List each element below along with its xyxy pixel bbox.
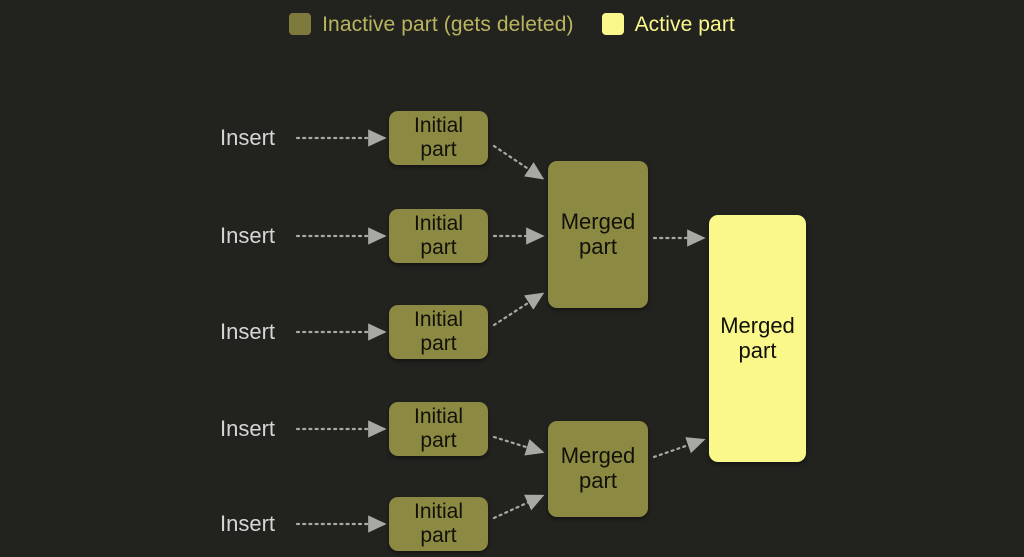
legend: Inactive part (gets deleted) Active part [0,0,1024,48]
initial-part-box-2[interactable]: Initial part [389,209,488,263]
initial-part-box-3[interactable]: Initial part [389,305,488,359]
merged-part-final-line2: part [738,337,777,363]
merged-part-line1: Merged [560,208,636,234]
arrow-initial3-to-merged1 [492,292,545,327]
initial-part-line2: part [420,236,457,259]
insert-label-1: Insert [220,125,276,150]
initial-part-line1: Initial [413,405,464,429]
initial-part-line1: Initial [413,500,464,524]
insert-label-4: Insert [220,416,276,441]
initial-part-line2: part [420,524,457,547]
merged-part-box-final[interactable]: Merged part [709,215,806,462]
initial-part-line1: Initial [413,308,464,332]
active-swatch-icon [601,13,624,35]
merged-part-line2: part [579,233,617,259]
merged-part-line1: Merged [560,443,636,469]
legend-item-inactive: Inactive part (gets deleted) [289,13,573,35]
initial-part-box-4[interactable]: Initial part [389,402,488,456]
merged-part-final-line1: Merged [720,312,795,338]
merged-part-line2: part [579,468,617,493]
merged-part-box-1[interactable]: Merged part [548,161,648,308]
initial-part-line2: part [420,429,457,452]
insert-label-5: Insert [220,511,276,536]
arrow-initial4-to-merged2 [492,435,545,456]
arrow-initial1-to-merged1 [492,144,545,180]
merged-part-box-2[interactable]: Merged part [548,421,648,517]
initial-part-box-5[interactable]: Initial part [389,497,488,551]
arrow-merged2-to-final [652,437,706,459]
arrow-initial5-to-merged2 [492,494,545,520]
initial-part-box-1[interactable]: Initial part [389,111,488,165]
insert-label-2: Insert [220,223,276,248]
inactive-swatch-icon [289,13,312,35]
legend-item-active: Active part [601,12,735,36]
legend-label-active: Active part [634,12,735,36]
initial-part-line2: part [420,332,457,355]
initial-part-line2: part [420,138,457,161]
initial-part-line1: Initial [413,212,464,236]
insert-label-3: Insert [220,319,276,344]
initial-part-line1: Initial [413,114,464,138]
legend-label-inactive: Inactive part (gets deleted) [322,12,574,36]
